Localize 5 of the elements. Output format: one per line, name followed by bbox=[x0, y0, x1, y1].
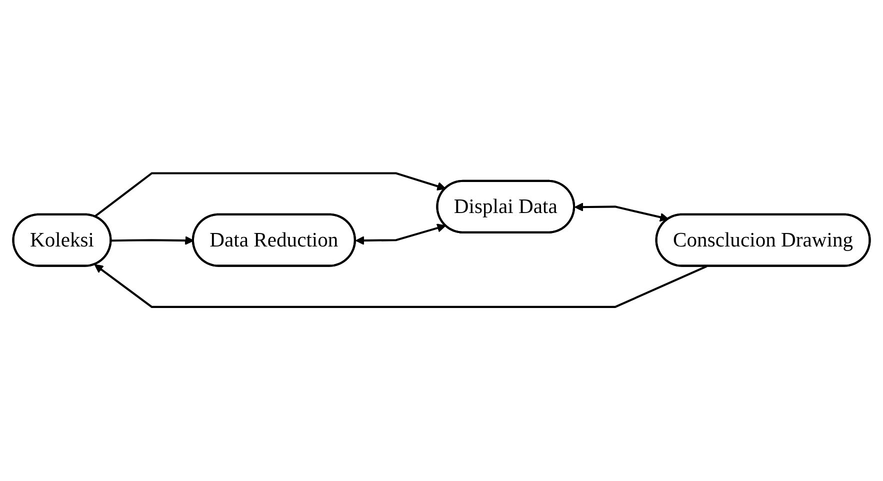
arrow bbox=[94, 172, 446, 218]
arrow bbox=[111, 236, 194, 246]
arrow bbox=[574, 202, 669, 222]
arrow bbox=[94, 264, 708, 308]
arrow bbox=[355, 224, 446, 246]
